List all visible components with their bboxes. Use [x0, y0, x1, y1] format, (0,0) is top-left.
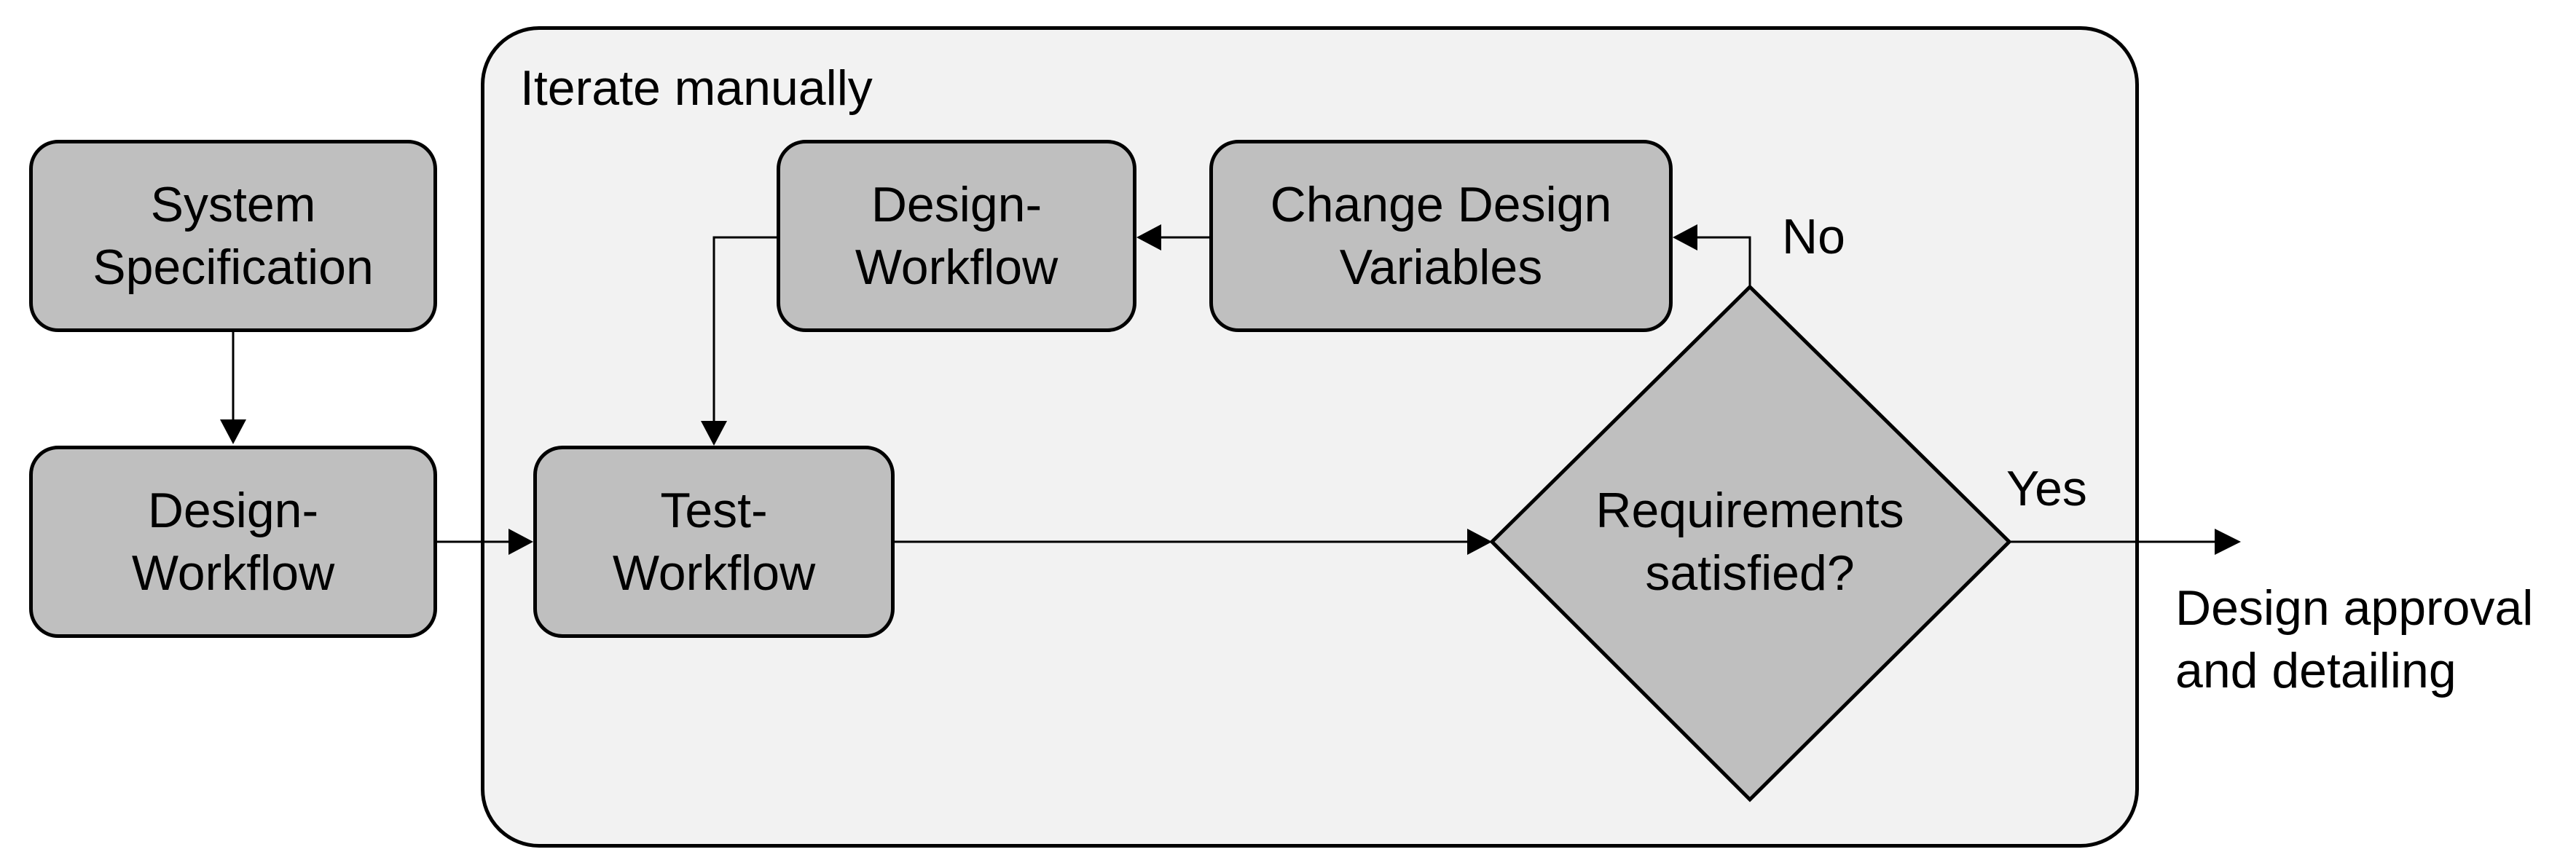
design-workflow-box-left: Design- Workflow — [29, 446, 437, 638]
arrowhead-yes-outcome — [2215, 529, 2241, 555]
design-workflow-box-top: Design- Workflow — [777, 140, 1136, 332]
arrowhead-design-top-to-test — [701, 421, 727, 446]
decision-label: Requirements satisfied? — [1595, 483, 1904, 601]
iterate-manually-title: Iterate manually — [520, 60, 873, 116]
arrow-no-to-change — [1695, 236, 1751, 287]
system-specification-box: System Specification — [29, 140, 437, 332]
arrowhead-change-to-design — [1136, 224, 1161, 250]
outcome-label: Design approval and detailing — [2175, 580, 2534, 698]
decision-diamond — [1489, 284, 2012, 802]
arrow-design-top-to-test — [712, 236, 777, 424]
arrowhead-design-to-test — [508, 529, 533, 555]
arrowhead-no-to-change — [1673, 224, 1697, 250]
arrowhead-spec-to-design — [220, 419, 246, 444]
test-workflow-box: Test- Workflow — [533, 446, 895, 638]
change-design-variables-box: Change Design Variables — [1209, 140, 1673, 332]
yes-label: Yes — [2006, 461, 2087, 516]
arrowhead-test-to-decision — [1467, 529, 1492, 555]
no-label: No — [1782, 209, 1845, 264]
